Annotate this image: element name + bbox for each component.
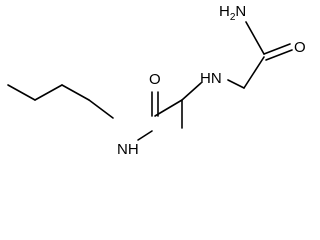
bond-c-o-upper-b bbox=[265, 49, 293, 61]
bond-c-o-upper-a bbox=[263, 43, 291, 55]
butyl-chain bbox=[7, 84, 114, 119]
nh2-n: N bbox=[235, 3, 246, 20]
bond-butyl-2 bbox=[34, 84, 63, 101]
bond-alpha-nh bbox=[181, 82, 202, 101]
carbonyl-o-top-label: O bbox=[294, 39, 306, 56]
bond-butyl-1 bbox=[7, 84, 36, 101]
chemical-structure: NH O HN O H2N bbox=[7, 3, 306, 155]
amide-nh2-label: H2N bbox=[219, 3, 246, 23]
bond-butyl-3 bbox=[61, 84, 90, 101]
bond-c-nh2 bbox=[245, 21, 265, 55]
nh2-subscript: 2 bbox=[230, 12, 236, 23]
amine-hn-label: HN bbox=[200, 70, 222, 87]
nh2-h: H bbox=[219, 3, 230, 20]
bond-ch2-carbonyl bbox=[243, 56, 265, 89]
amide-nh-label: NH bbox=[117, 141, 139, 155]
bond-nh-ch2 bbox=[227, 79, 245, 89]
bond-nh-carbonyl bbox=[137, 130, 153, 141]
carbonyl-o-mid-label: O bbox=[149, 71, 161, 88]
bond-carbonyl-alpha bbox=[154, 99, 183, 117]
bond-butyl-to-n bbox=[88, 99, 114, 119]
